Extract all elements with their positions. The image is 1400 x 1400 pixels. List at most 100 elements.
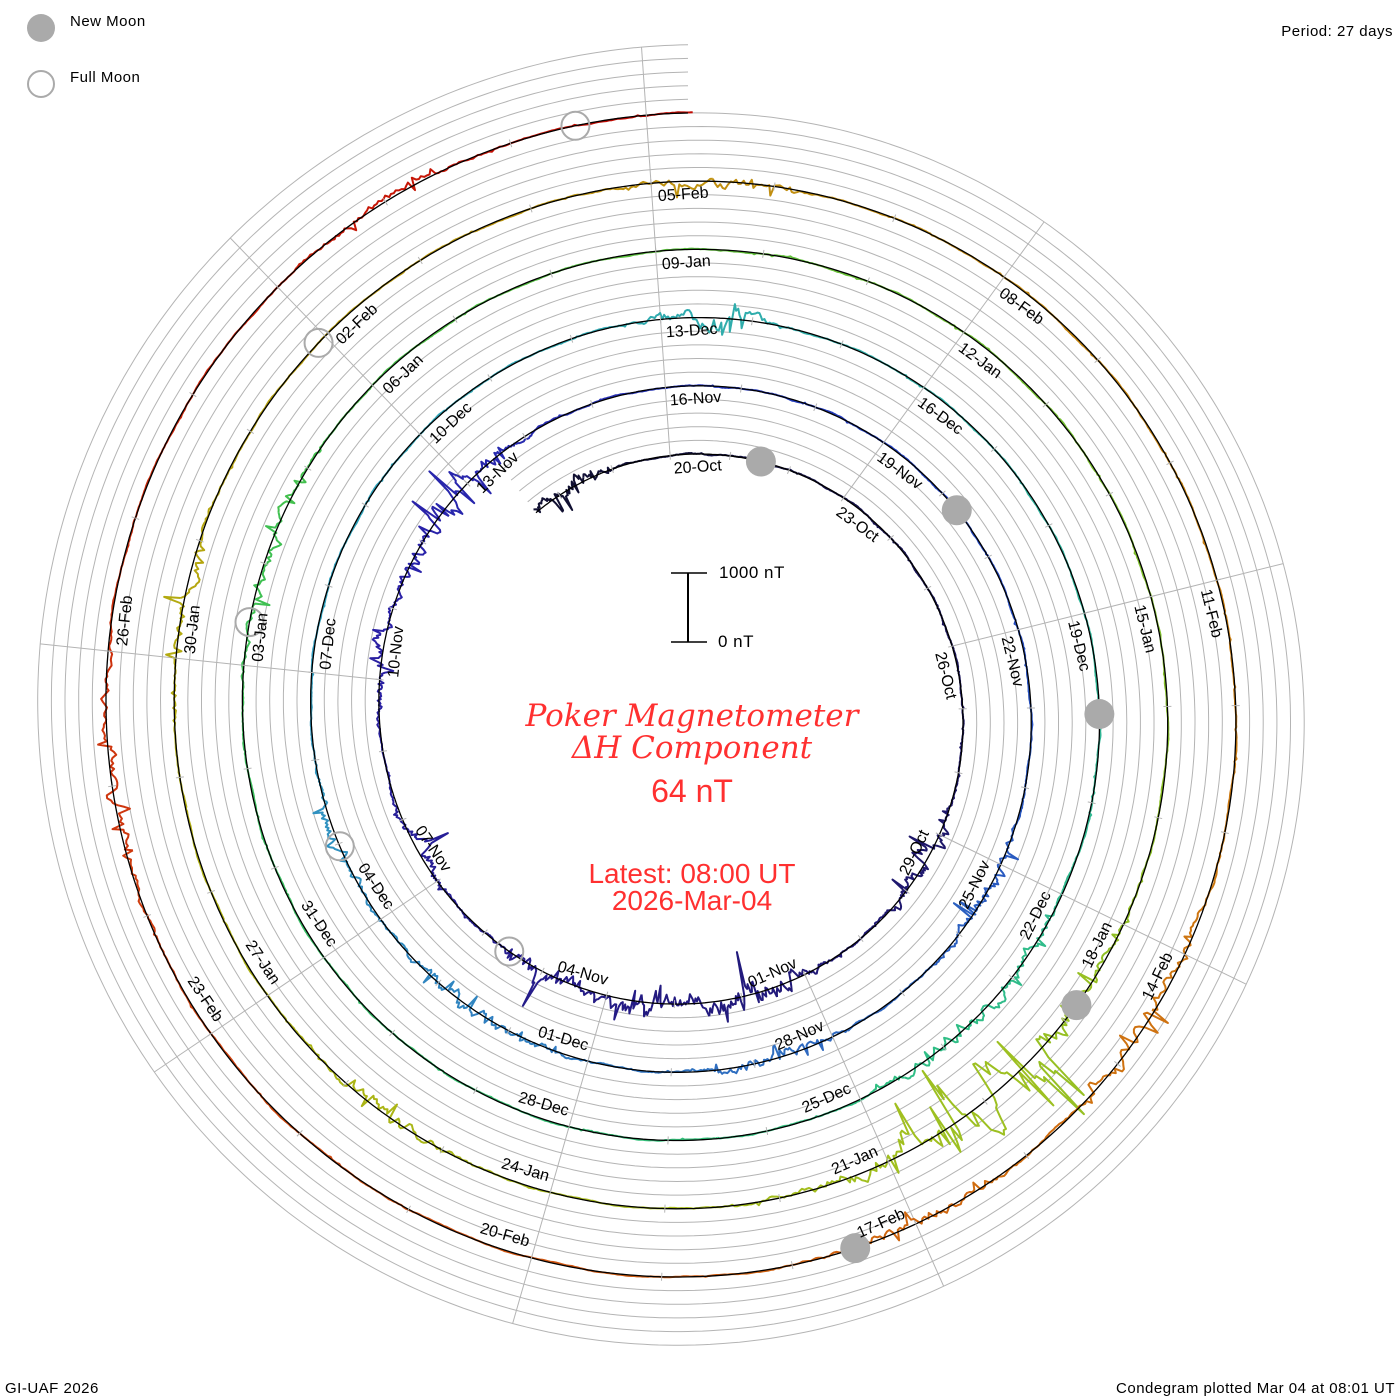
- day-tick: [786, 466, 791, 475]
- credit-label: GI-UAF 2026: [5, 1380, 99, 1397]
- day-tick: [549, 269, 553, 278]
- day-tick: [263, 992, 272, 999]
- day-tick: [887, 534, 894, 541]
- day-tick: [669, 451, 671, 460]
- day-tick: [529, 204, 533, 213]
- dh-trace-segment: [883, 862, 929, 916]
- day-tick: [830, 1032, 835, 1041]
- day-tick: [753, 1059, 756, 1068]
- chart-title: Poker Magnetometer: [525, 698, 859, 734]
- day-tick: [740, 384, 743, 393]
- day-tick: [590, 399, 594, 408]
- date-label: 19-Nov: [874, 449, 926, 493]
- day-tick: [382, 198, 388, 206]
- day-tick: [389, 606, 397, 611]
- day-tick: [1114, 1061, 1121, 1067]
- day-tick: [935, 832, 944, 837]
- day-tick: [419, 539, 427, 545]
- period-label: Period: 27 days: [1281, 23, 1393, 40]
- date-label: 16-Dec: [914, 394, 966, 438]
- day-tick: [605, 991, 609, 1000]
- day-tick: [610, 465, 614, 474]
- day-tick: [913, 1220, 918, 1228]
- day-tick: [886, 1157, 891, 1166]
- chart-subtitle: ΔH Component: [571, 730, 813, 766]
- full-moon-marker: [324, 831, 355, 862]
- dh-trace-segment: [351, 1173, 470, 1238]
- day-tick: [1042, 401, 1050, 408]
- day-tick: [762, 249, 765, 258]
- day-tick: [1212, 578, 1221, 582]
- day-tick: [920, 383, 927, 392]
- day-tick: [790, 1261, 794, 1270]
- dh-trace-segment: [97, 718, 134, 852]
- day-tick: [857, 934, 864, 942]
- day-tick: [650, 179, 652, 188]
- grid-spiral-line: [50, 57, 1291, 1333]
- day-tick: [529, 1253, 534, 1262]
- day-tick: [307, 671, 316, 674]
- day-tick: [473, 1086, 478, 1095]
- day-tick: [1001, 273, 1007, 281]
- day-tick: [765, 1126, 769, 1136]
- day-tick: [304, 465, 312, 471]
- day-tick: [1045, 523, 1053, 528]
- day-tick: [990, 445, 998, 452]
- date-label: 04-Nov: [556, 958, 610, 989]
- day-tick: [923, 585, 932, 591]
- day-tick: [377, 916, 385, 922]
- day-tick: [506, 1027, 512, 1035]
- full-moon-legend-label: Full Moon: [70, 69, 141, 86]
- date-label: 23-Feb: [184, 974, 227, 1026]
- day-tick: [1180, 952, 1189, 957]
- day-tick: [858, 1095, 863, 1104]
- day-tick: [892, 214, 897, 223]
- latest-date: 2026-Mar-04: [611, 885, 773, 916]
- grid-radial-line: [40, 643, 380, 681]
- scale-bar-top-label: 1000 nT: [719, 563, 785, 582]
- date-label: 09-Jan: [661, 253, 711, 273]
- date-label: 03-Jan: [250, 612, 272, 662]
- day-tick: [569, 334, 574, 343]
- day-tick: [1154, 816, 1163, 820]
- day-tick: [389, 1029, 396, 1037]
- day-tick: [296, 1130, 303, 1137]
- full-moon-marker: [303, 327, 334, 358]
- new-moon-marker: [745, 446, 776, 477]
- dh-trace-segment: [921, 1040, 1055, 1153]
- day-tick: [435, 979, 442, 987]
- date-label: 20-Oct: [673, 457, 723, 477]
- day-tick: [840, 494, 847, 502]
- dh-trace-segment: [303, 1040, 398, 1124]
- day-tick: [1058, 892, 1066, 897]
- dh-trace-segment: [854, 1191, 973, 1250]
- day-tick: [1087, 801, 1096, 805]
- full-moon-marker: [494, 936, 525, 967]
- day-tick: [865, 277, 870, 286]
- day-tick: [342, 1079, 350, 1087]
- date-label: 18-Jan: [1079, 919, 1116, 970]
- day-tick: [320, 954, 328, 961]
- day-tick: [270, 865, 279, 870]
- day-tick: [813, 403, 818, 412]
- dh-trace-segment: [577, 111, 693, 127]
- day-tick: [567, 1122, 571, 1131]
- day-tick: [880, 439, 887, 447]
- day-tick: [899, 989, 905, 997]
- day-tick: [1014, 628, 1023, 632]
- day-tick: [586, 1057, 590, 1066]
- date-label: 12-Jan: [955, 340, 1005, 383]
- day-tick: [243, 767, 252, 770]
- day-tick: [1146, 595, 1155, 599]
- day-tick: [982, 1097, 988, 1105]
- day-tick: [508, 139, 513, 148]
- day-tick: [175, 776, 184, 779]
- dh-trace-segment: [971, 1110, 1075, 1193]
- day-tick: [369, 382, 376, 389]
- day-tick: [398, 817, 407, 822]
- day-tick: [406, 1205, 411, 1214]
- day-tick: [996, 862, 1005, 867]
- day-tick: [548, 1188, 552, 1197]
- day-tick: [433, 878, 441, 884]
- day-tick: [1021, 786, 1030, 790]
